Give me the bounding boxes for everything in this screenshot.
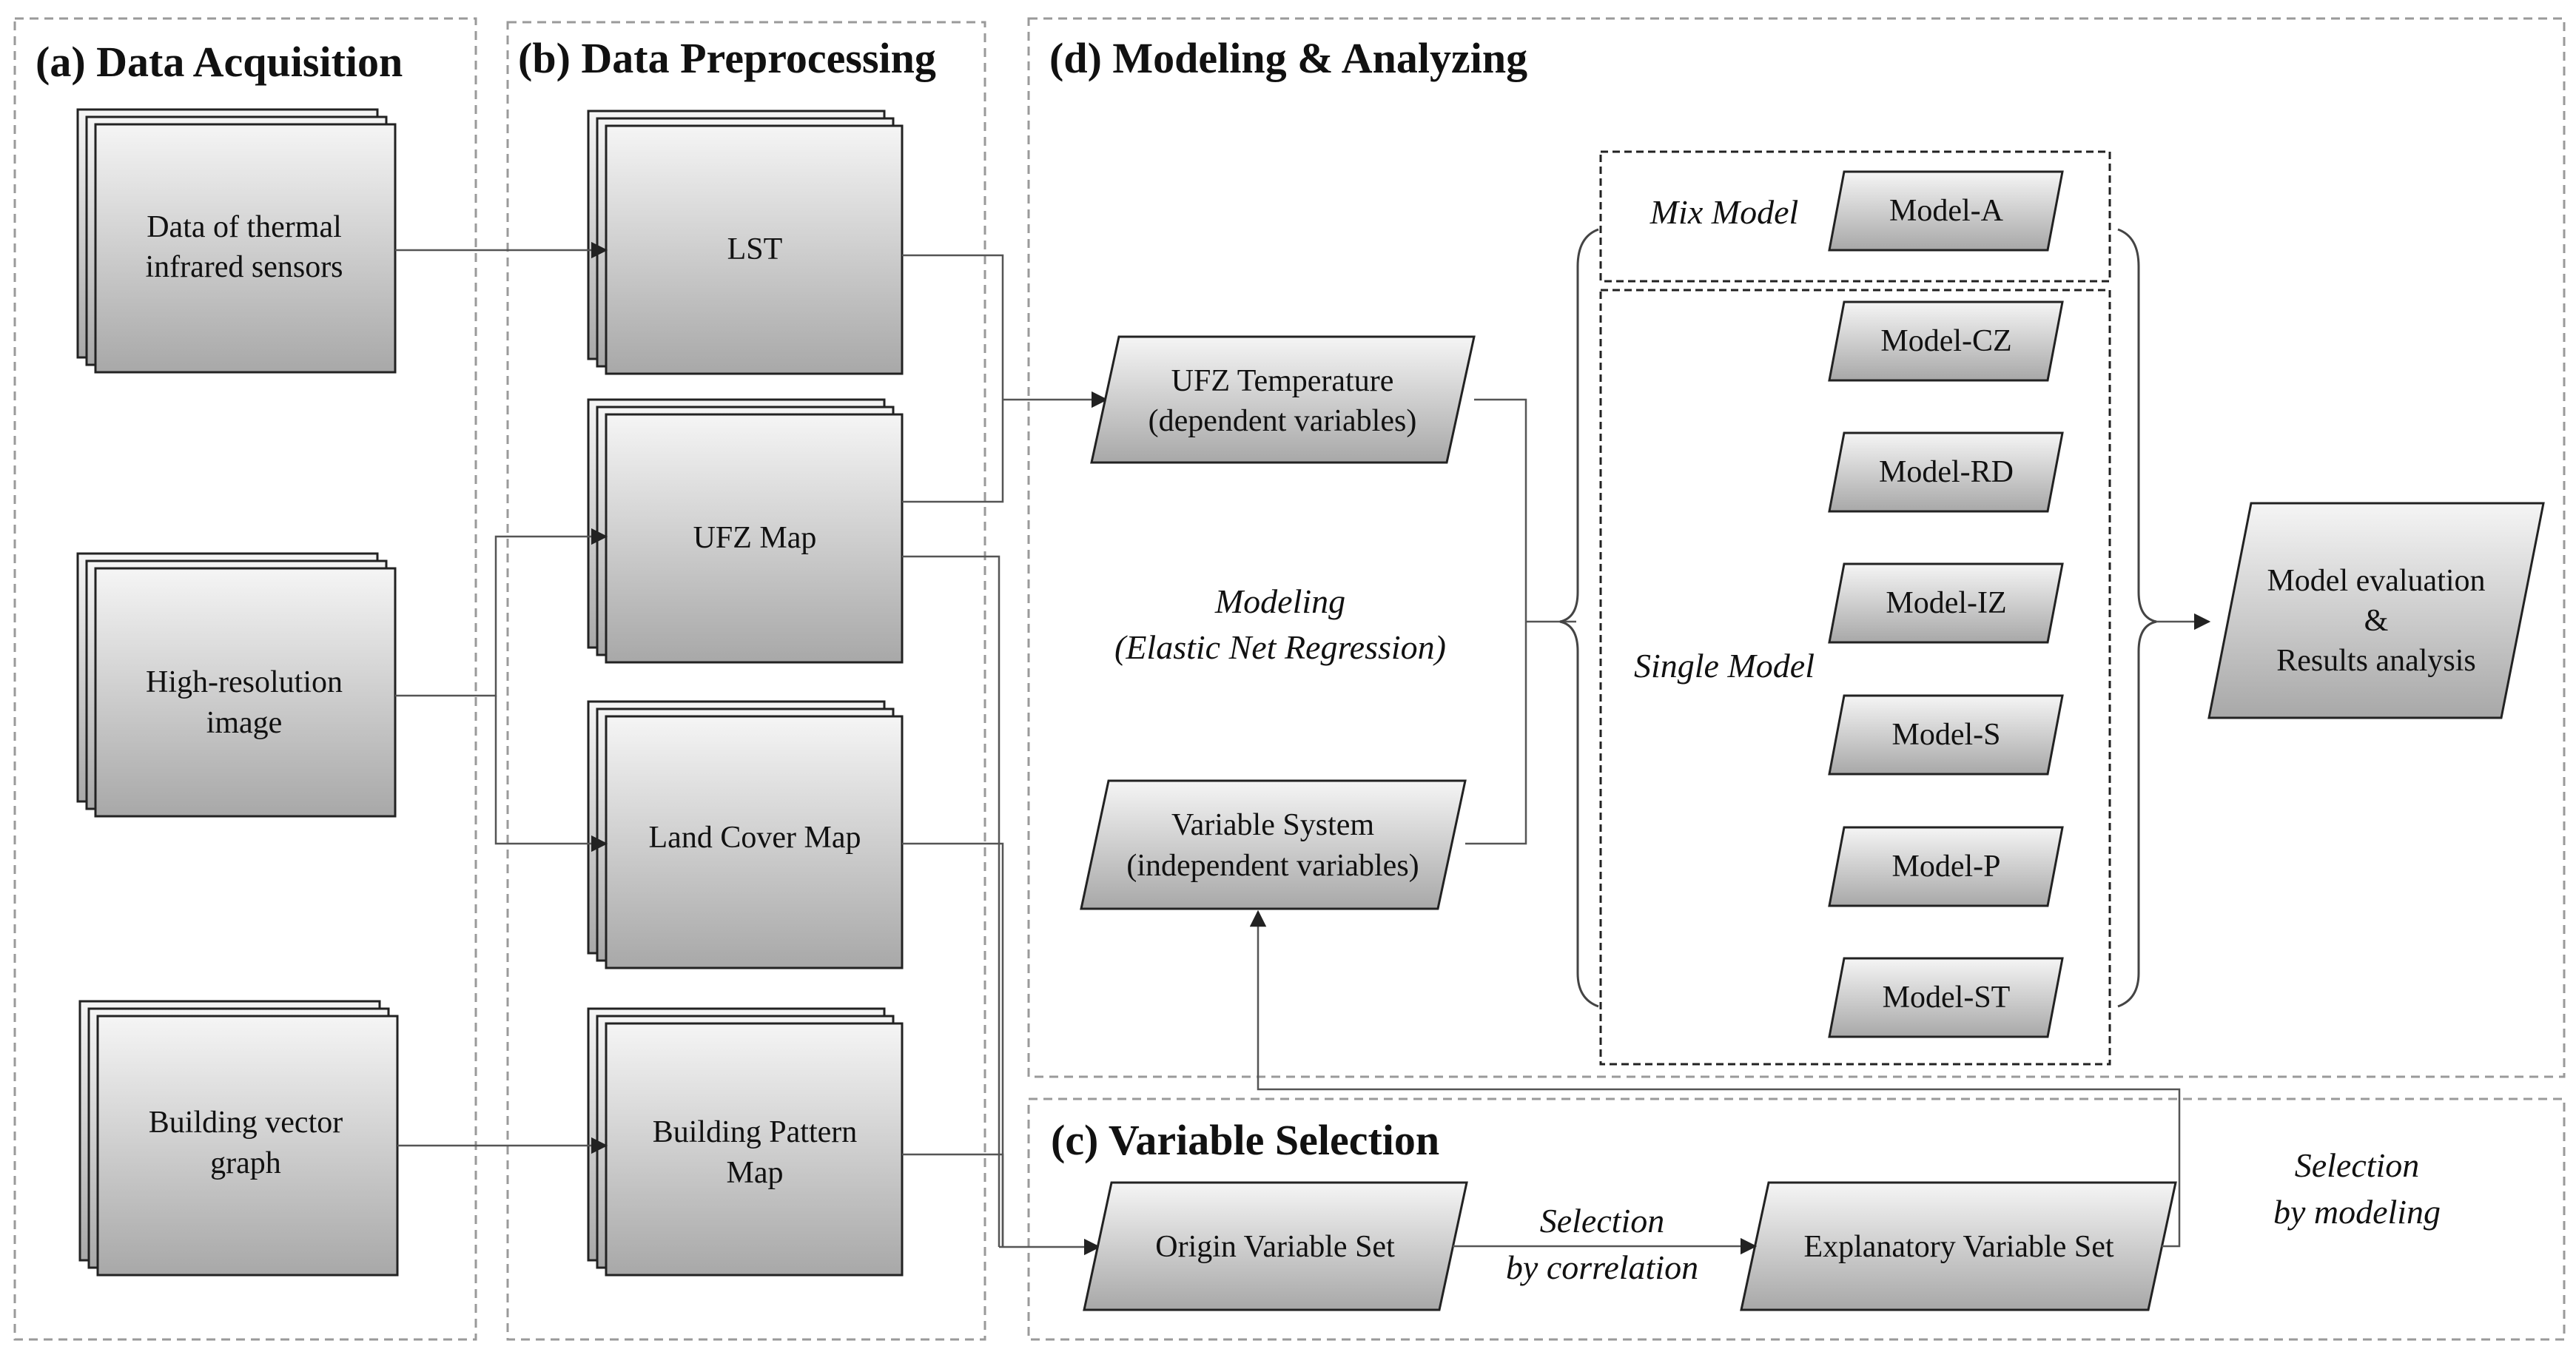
model-s-label: Model-S xyxy=(1892,718,2001,752)
land-cover-stack xyxy=(587,700,904,969)
explanatory-variable-set-node xyxy=(1740,1181,2177,1311)
thermal-label-1: Data of thermal xyxy=(147,210,342,244)
origin-variable-set-node xyxy=(1083,1181,1468,1311)
panel-modeling-analyzing xyxy=(1027,17,2566,1078)
lst-label: LST xyxy=(727,232,783,266)
building-label-1: Building vector xyxy=(149,1106,343,1140)
section-title-c: (c) Variable Selection xyxy=(1051,1116,1439,1164)
panel-data-preprocessing xyxy=(506,21,986,1341)
modeling-label-2: (Elastic Net Regression) xyxy=(1114,628,1446,666)
building-pattern-label-2: Map xyxy=(727,1156,784,1190)
left-brace xyxy=(1559,228,1599,1008)
panel-data-acquisition xyxy=(13,17,477,1341)
highres-label-1: High-resolution xyxy=(146,665,343,699)
eval-label-1: Model evaluation xyxy=(2267,564,2485,598)
model-cz-node xyxy=(1828,300,2064,382)
ufz-map-label: UFZ Map xyxy=(693,521,817,555)
land-cover-label: Land Cover Map xyxy=(649,821,861,855)
model-st-node xyxy=(1828,957,2064,1038)
model-cz-label: Model-CZ xyxy=(1880,324,2011,358)
highres-label-2: image xyxy=(206,706,283,740)
single-model-container xyxy=(1599,289,2111,1066)
connectors-acquisition-to-preprocessing xyxy=(395,241,608,1154)
thermal-label-2: infrared sensors xyxy=(145,250,343,284)
connectors-modeling-merge xyxy=(1465,398,1576,845)
ufz-temp-label-1: UFZ Temperature xyxy=(1171,364,1394,398)
ufz-map-stack xyxy=(587,398,904,664)
selection-modeling-label-1: Selection xyxy=(2295,1146,2420,1184)
model-a-label: Model-A xyxy=(1889,194,2004,228)
var-system-label-2: (independent variables) xyxy=(1126,849,1419,883)
ufz-temp-label-2: (dependent variables) xyxy=(1149,404,1417,438)
section-title-a: (a) Data Acquisition xyxy=(36,38,403,86)
modeling-label-1: Modeling xyxy=(1214,582,1345,620)
connectors-preprocessing-to-modeling xyxy=(902,254,1109,1256)
explanatory-variable-set-label: Explanatory Variable Set xyxy=(1803,1230,2113,1264)
model-rd-node xyxy=(1828,431,2064,513)
lst-stack xyxy=(587,110,904,375)
selection-modeling-label-2: by modeling xyxy=(2273,1193,2441,1231)
variable-system-node xyxy=(1080,779,1467,910)
section-title-b: (b) Data Preprocessing xyxy=(518,34,936,82)
section-title-d: (d) Modeling & Analyzing xyxy=(1049,34,1527,82)
model-rd-label: Model-RD xyxy=(1879,455,2014,489)
model-p-label: Model-P xyxy=(1892,850,2001,884)
origin-variable-set-label: Origin Variable Set xyxy=(1155,1230,1395,1264)
building-pattern-stack xyxy=(587,1007,904,1277)
mix-model-container xyxy=(1599,150,2111,283)
single-model-label: Single Model xyxy=(1634,647,1815,685)
eval-label-2: & xyxy=(2364,604,2389,638)
model-iz-node xyxy=(1828,562,2064,644)
right-brace xyxy=(2117,228,2157,1008)
thermal-data-stack xyxy=(76,108,397,374)
model-s-node xyxy=(1828,694,2064,776)
eval-label-3: Results analysis xyxy=(2276,644,2476,678)
building-pattern-label-1: Building Pattern xyxy=(653,1115,858,1149)
model-p-node xyxy=(1828,826,2064,907)
building-label-2: graph xyxy=(210,1146,281,1180)
building-vector-stack xyxy=(78,1000,399,1277)
ufz-temperature-node xyxy=(1090,335,1476,464)
evaluation-node xyxy=(2207,502,2545,719)
model-list: Model-A Model-CZ Model-RD Model-IZ Model… xyxy=(1828,170,2064,1038)
highres-image-stack xyxy=(76,552,397,818)
model-a-node xyxy=(1828,170,2064,252)
selection-correlation-label-1: Selection xyxy=(1540,1202,1665,1240)
model-st-label: Model-ST xyxy=(1883,981,2011,1015)
mix-model-label: Mix Model xyxy=(1649,193,1799,231)
modeling-feedback-arrow xyxy=(1249,910,2181,1248)
model-iz-label: Model-IZ xyxy=(1886,586,2006,620)
var-system-label-1: Variable System xyxy=(1171,808,1374,842)
selection-correlation-label-2: by correlation xyxy=(1506,1248,1698,1286)
